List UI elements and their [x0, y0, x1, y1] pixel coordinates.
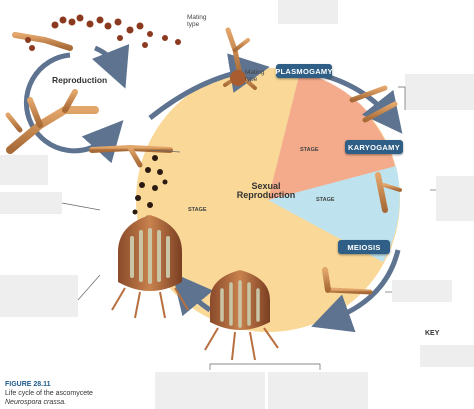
meiosis-label: MEIOSIS: [338, 240, 390, 254]
figure-caption-line1: Life cycle of the ascomycete: [5, 390, 93, 397]
sexual-label-line1: Sexual: [251, 181, 281, 191]
dikaryotic-wedge: [268, 72, 399, 200]
mating-type-mid-label: Mating type: [245, 69, 265, 83]
figure-caption-line2: Neurospora crassa.: [5, 399, 67, 406]
leader-lines: [61, 86, 436, 370]
stage-hyphae-right: [322, 85, 402, 295]
stage-label-left: STAGE: [188, 207, 207, 213]
key-label: KEY: [425, 330, 440, 337]
fusion-knot: [230, 70, 246, 86]
cycle-arrow-right-bottom: [311, 249, 401, 333]
ascospores: [132, 155, 168, 221]
reproduction-label: Reproduction: [52, 75, 108, 85]
figure-number: FIGURE 28.11: [5, 381, 51, 388]
plasmogamy-label: PLASMOGAMY: [275, 64, 332, 78]
cycle-arrow-bottom: [172, 272, 214, 317]
hypha-network-left: [5, 32, 173, 168]
stage-label-blue: STAGE: [316, 197, 335, 203]
asexual-cycle-arrow: [23, 52, 124, 164]
perithecium-medium: [204, 270, 279, 361]
asexual-cycle-arrow-top: [91, 43, 130, 89]
sexual-label: Sexual Reproduction: [231, 181, 301, 201]
conidia: [25, 14, 181, 51]
stage-label-pink: STAGE: [300, 147, 319, 153]
diploid-wedge: [268, 166, 400, 262]
karyogamy-label: KARYOGAMY: [345, 140, 403, 154]
mating-type-top-label: Mating type: [187, 14, 207, 28]
sexual-label-line2: Reproduction: [236, 190, 296, 201]
perithecium-large: [111, 215, 189, 319]
